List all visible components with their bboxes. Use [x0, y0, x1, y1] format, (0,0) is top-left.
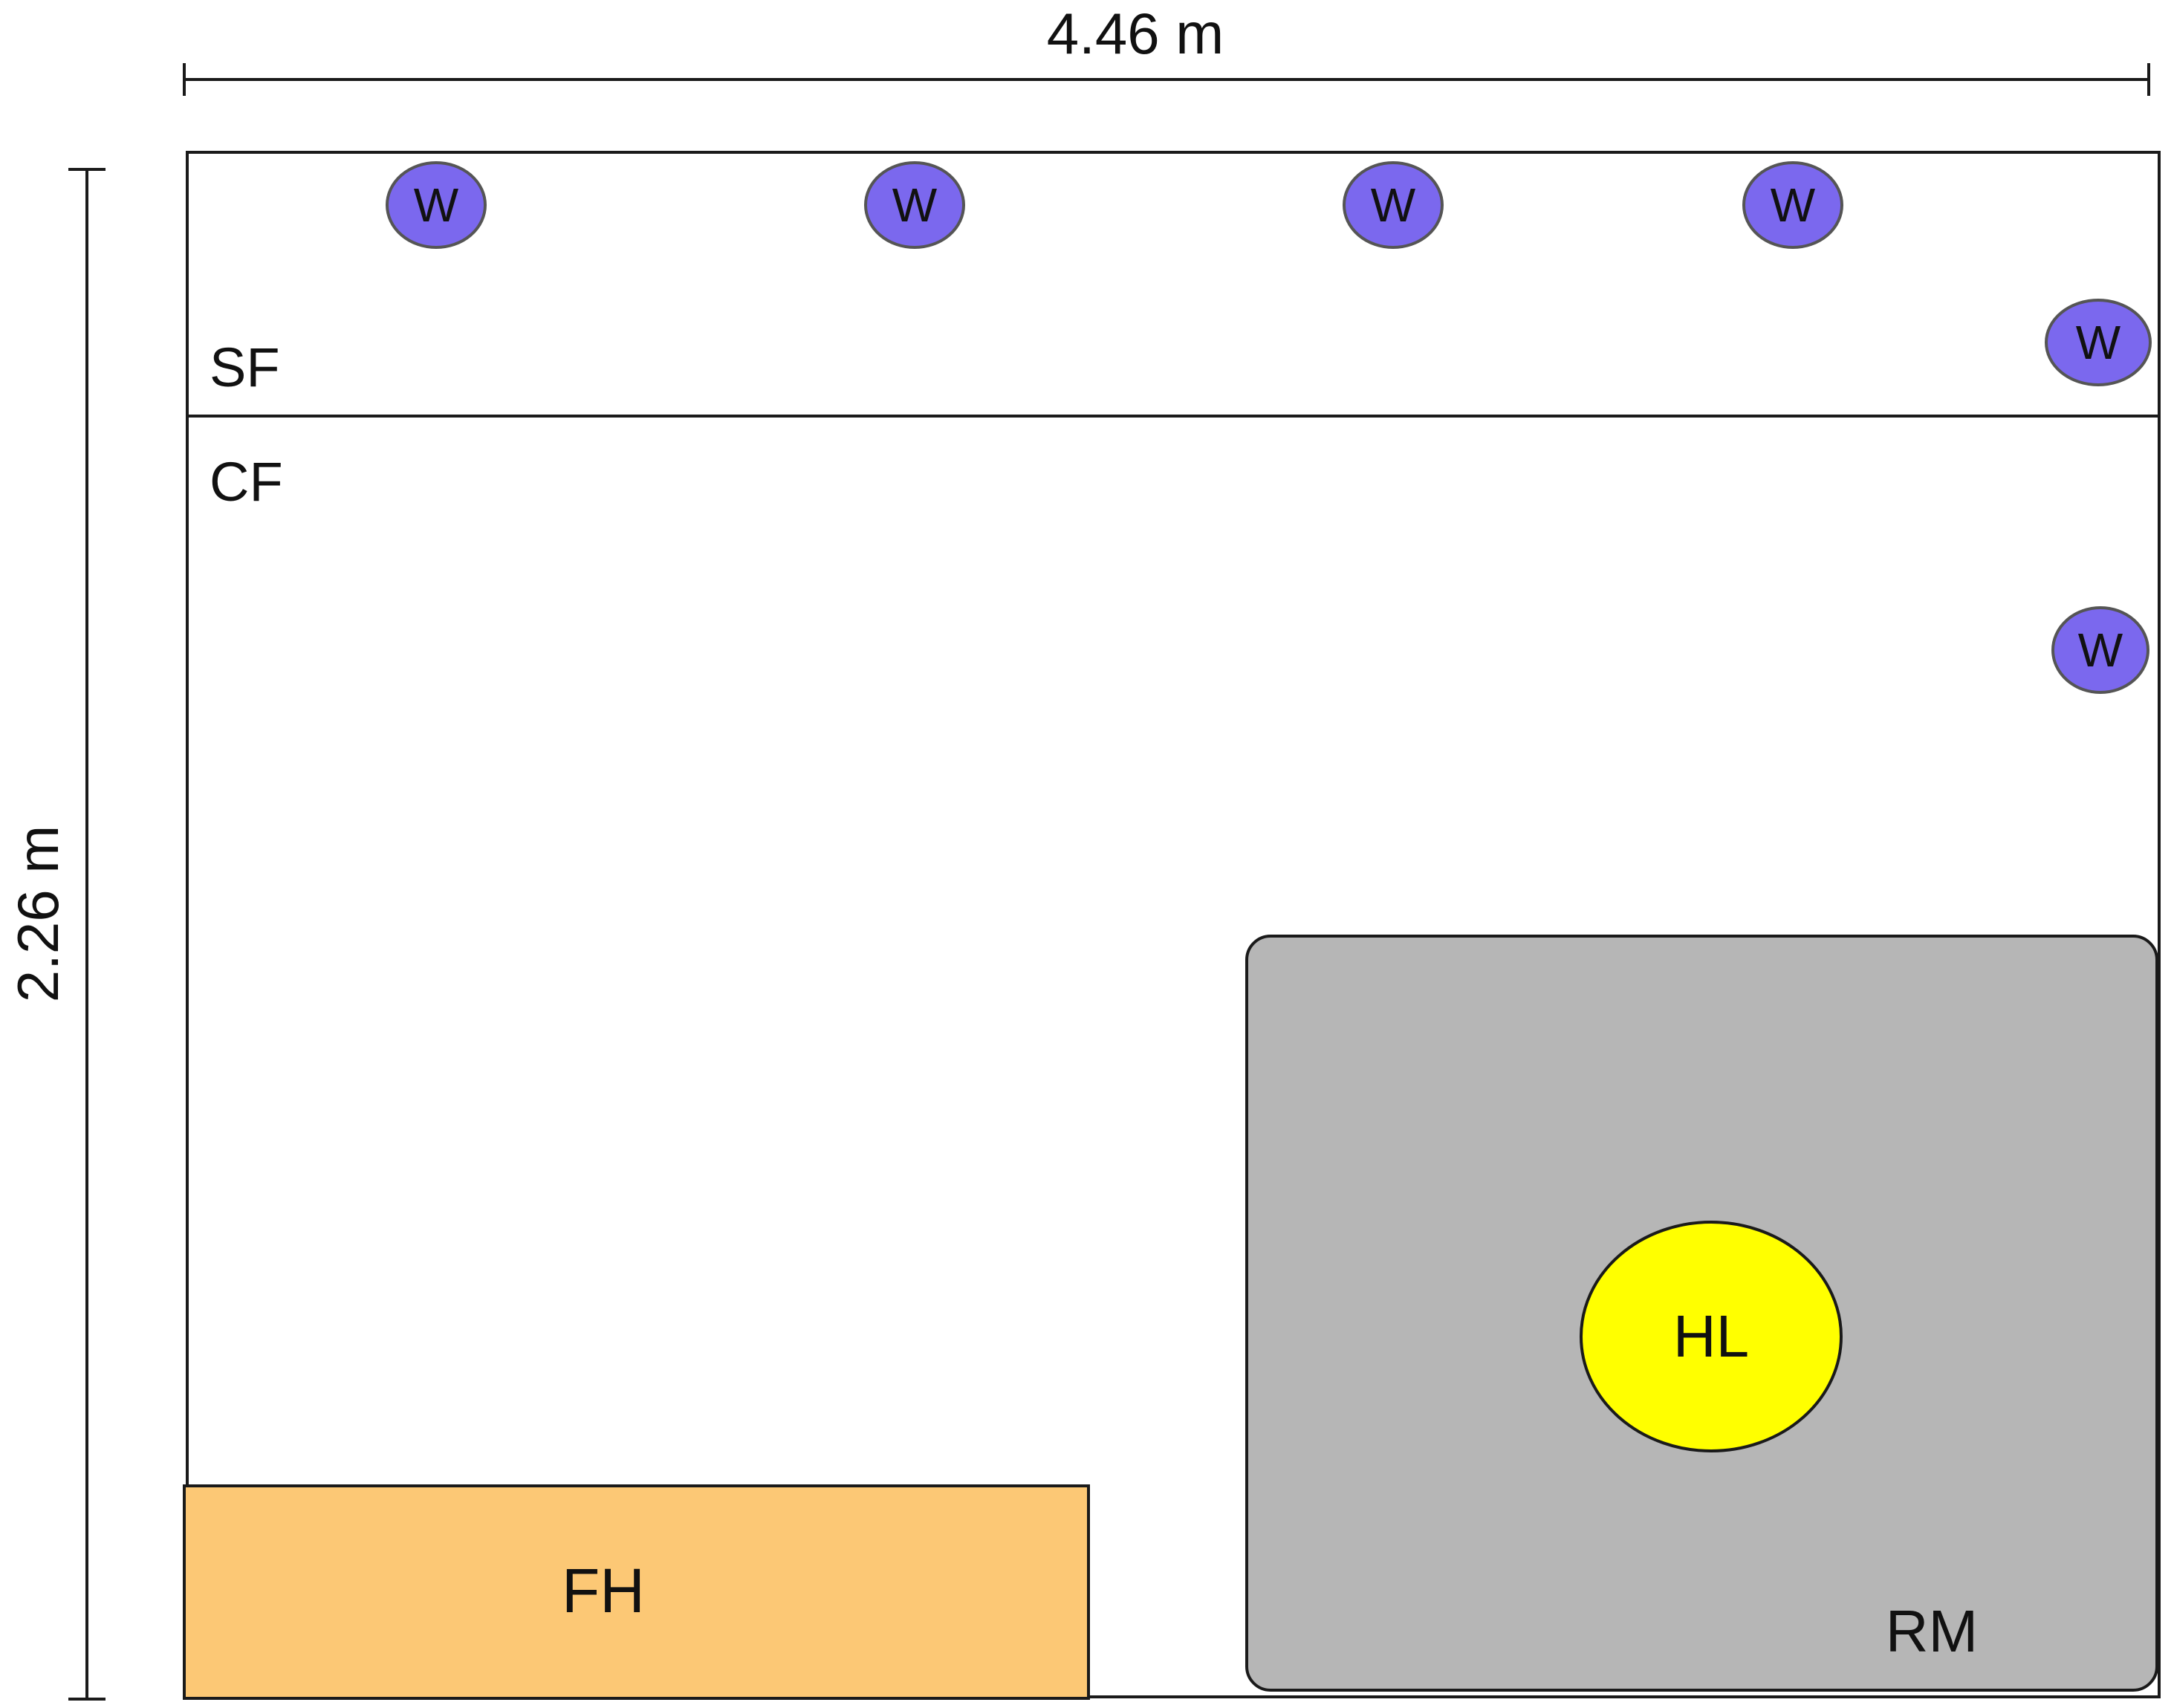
- width-label: 4.46 m: [1047, 1, 1224, 66]
- fh-label: FH: [562, 1556, 645, 1626]
- height-dimension: 2.26 m: [5, 168, 106, 1701]
- w-marker: W: [2051, 606, 2149, 694]
- w-marker-label: W: [1771, 178, 1816, 232]
- w-marker-label: W: [414, 178, 459, 232]
- rm-label: RM: [1886, 1598, 1978, 1664]
- cf-zone-label: CF: [210, 451, 283, 513]
- w-marker-label: W: [2078, 623, 2123, 677]
- hl-area: HL: [1580, 1221, 1843, 1452]
- height-label: 2.26 m: [5, 825, 71, 1002]
- w-marker: W: [1343, 161, 1444, 249]
- w-marker-label: W: [1371, 178, 1416, 232]
- w-marker-label: W: [892, 178, 938, 232]
- width-dimension: 4.46 m: [183, 1, 2150, 96]
- w-marker: W: [864, 161, 965, 249]
- fh-area: FH: [183, 1484, 1090, 1700]
- w-marker: W: [1742, 161, 1843, 249]
- hl-label: HL: [1673, 1303, 1749, 1369]
- w-marker-label: W: [2076, 316, 2121, 369]
- w-marker: W: [2045, 299, 2152, 386]
- w-marker: W: [386, 161, 487, 249]
- sf-zone-label: SF: [210, 337, 280, 398]
